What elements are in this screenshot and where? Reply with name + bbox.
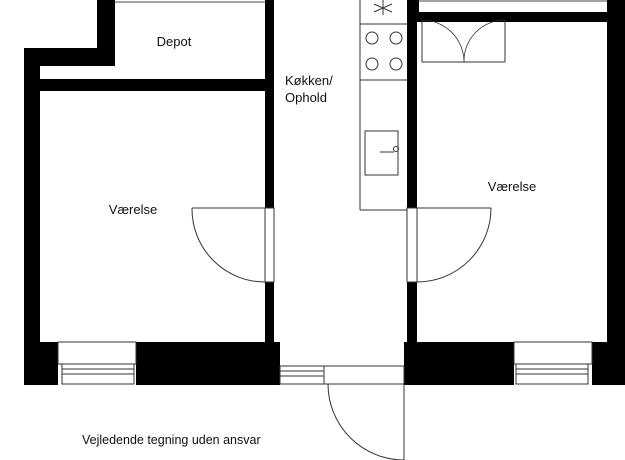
thin-lines [115, 0, 607, 3]
door-swing-entrance [323, 365, 405, 460]
wall-right-room-top-left [407, 0, 419, 22]
room-labels: Depot Køkken/ Ophold Værelse Værelse [109, 34, 536, 217]
wall-depot-bottom [24, 79, 274, 91]
label-kitchen-line1: Køkken/ [285, 73, 333, 88]
wall-right-room-top [407, 12, 625, 22]
wall-bottom-right-b [592, 342, 625, 385]
label-right-room: Værelse [488, 179, 536, 194]
disclaimer-text: Vejledende tegning uden ansvar [82, 433, 261, 447]
wall-left-room-right-upper [265, 0, 274, 208]
window-kitchen [279, 365, 325, 385]
kitchen-counter [359, 0, 407, 211]
wall-bottom-left-a [24, 342, 58, 385]
door-swing-icon [191, 207, 275, 283]
double-door-icon [421, 19, 506, 63]
wall-outer-right [607, 0, 625, 385]
label-kitchen-line2: Ophold [285, 90, 327, 105]
sink-icon [364, 130, 399, 176]
wall-kitchen-right-lower [407, 282, 417, 342]
label-left-room: Værelse [109, 202, 157, 217]
wall-kitchen-right-upper [407, 0, 417, 208]
walls [24, 0, 625, 385]
window-left-room [57, 341, 137, 385]
label-depot: Depot [157, 34, 192, 49]
door-swing-right-room [406, 207, 492, 283]
wall-outer-left [24, 48, 40, 385]
wall-depot-left-top [97, 0, 115, 52]
window-icon [57, 341, 593, 385]
wall-bottom-right-a [404, 342, 514, 385]
wall-upper-left-ledge [24, 48, 115, 66]
wall-bottom-kitchen-a [274, 342, 280, 385]
window-right-room [513, 341, 593, 385]
wall-bottom-left-b [136, 342, 276, 385]
doors [191, 19, 506, 460]
exhaust-fan-icon [373, 0, 393, 15]
wall-left-room-right-lower [265, 282, 274, 342]
cooktop-icon [365, 31, 403, 71]
